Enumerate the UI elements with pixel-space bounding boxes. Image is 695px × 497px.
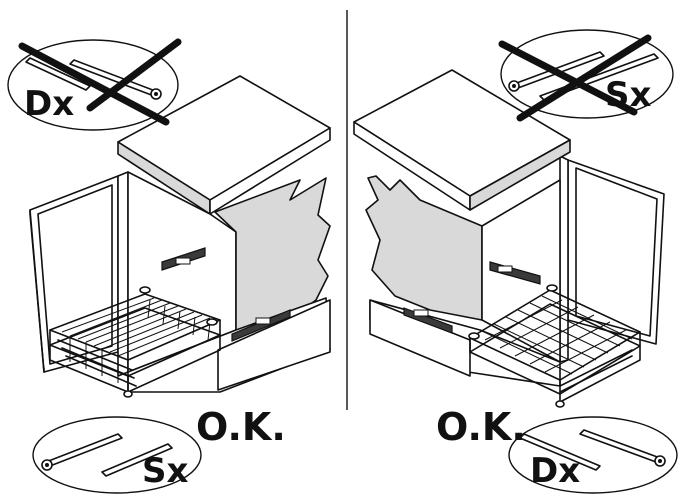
cross-mark: [516, 34, 652, 122]
right-basket: [468, 284, 641, 408]
correct-right-side-label: Dx: [530, 451, 580, 491]
wrong-dx-bubble: Dx: [7, 38, 182, 131]
wrong-sx-bubble: Sx: [498, 29, 674, 122]
right-cabinet: [353, 69, 665, 387]
ok-right-label: O.K.: [436, 405, 526, 449]
cross-mark: [18, 42, 170, 126]
wrong-left-side-label: Dx: [24, 84, 74, 124]
left-basket: [49, 286, 221, 398]
cross-mark: [498, 40, 638, 116]
correct-sx-bubble: Sx: [32, 416, 202, 494]
correct-dx-bubble: Dx: [508, 416, 678, 494]
ok-left-label: O.K.: [196, 405, 286, 449]
correct-left-side-label: Sx: [142, 451, 188, 491]
cross-mark: [86, 38, 182, 112]
